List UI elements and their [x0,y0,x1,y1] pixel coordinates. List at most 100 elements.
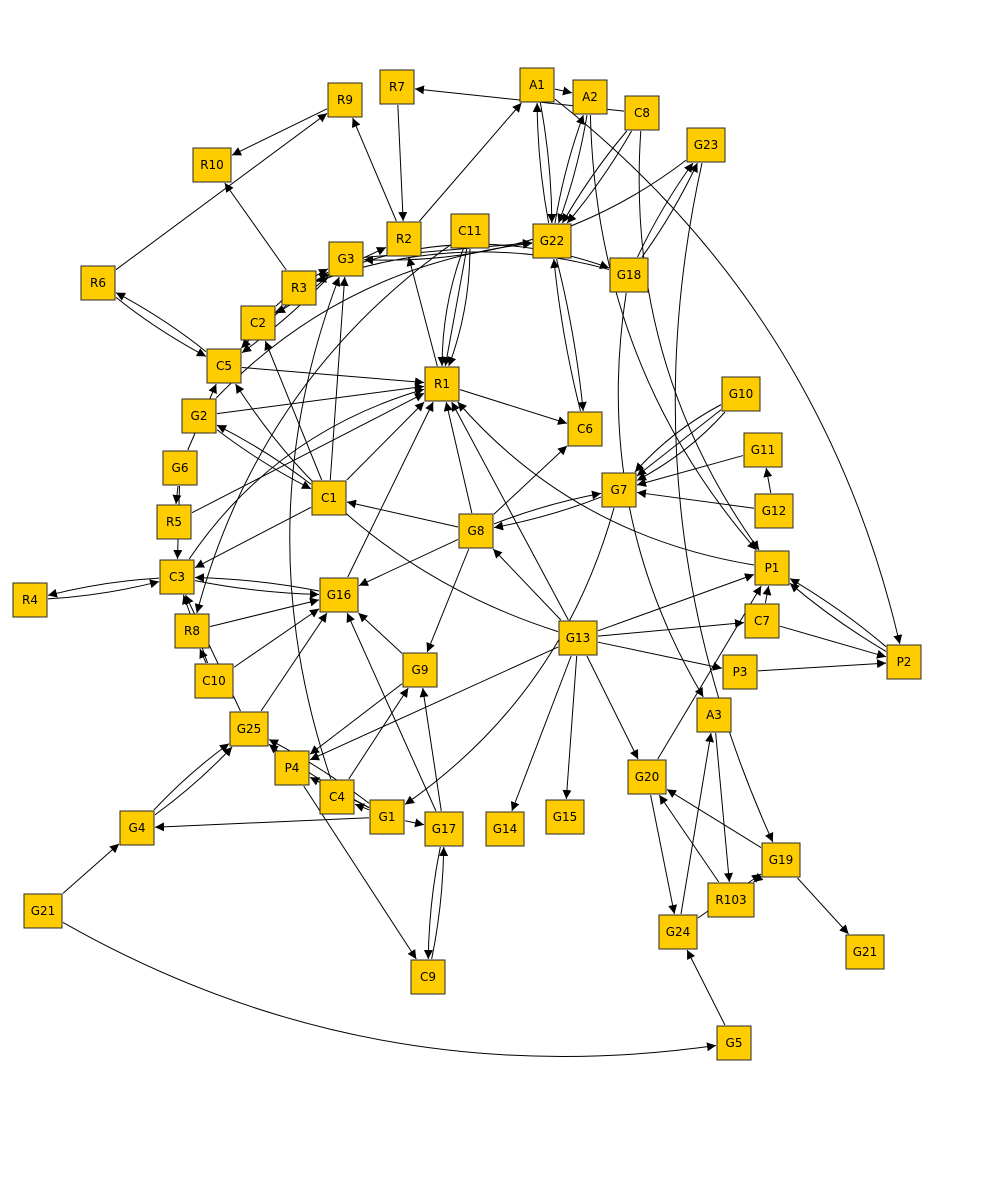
node-g15[interactable]: G15 [545,799,585,835]
edge-r1-to-c6 [459,389,568,425]
node-r1[interactable]: R1 [424,366,460,402]
edge-g20-to-g24 [650,794,678,915]
node-a2[interactable]: A2 [572,79,608,115]
edge-c11-to-r1 [442,248,468,367]
edge-g17-to-g9 [419,687,442,812]
node-label: G5 [726,1036,743,1050]
edge-c4-to-g9 [348,687,409,780]
node-label: G14 [493,822,518,836]
node-r10[interactable]: R10 [192,147,232,183]
node-box [327,82,363,118]
edge-g2-to-c1 [216,429,312,490]
node-g6[interactable]: G6 [162,450,198,486]
node-box [206,348,242,384]
node-r3[interactable]: R3 [281,270,317,306]
node-r4[interactable]: R4 [12,582,48,618]
node-r8[interactable]: R8 [174,613,210,649]
node-p1[interactable]: P1 [754,550,790,586]
node-box [12,582,48,618]
node-g24[interactable]: G24 [658,914,698,950]
edge-g5-to-g24 [686,949,726,1026]
node-p4[interactable]: P4 [274,750,310,786]
node-g3[interactable]: G3 [328,241,364,277]
node-g4[interactable]: G4 [119,810,155,846]
node-c7[interactable]: C7 [744,603,780,639]
node-box [743,432,783,468]
node-g9[interactable]: G9 [402,652,438,688]
node-p3[interactable]: P3 [722,654,758,690]
node-r5[interactable]: R5 [156,504,192,540]
edge-g3-to-c5 [241,276,330,354]
edge-g10-to-g7 [634,404,722,473]
edge-r4-to-c3 [47,579,160,600]
node-c8[interactable]: C8 [624,95,660,131]
node-label: G7 [611,483,628,497]
node-box [722,654,758,690]
node-r6[interactable]: R6 [80,265,116,301]
node-label: G16 [327,588,352,602]
edge-g1-to-g17 [404,818,425,828]
node-c4[interactable]: C4 [319,779,355,815]
node-c2[interactable]: C2 [240,305,276,341]
node-g5[interactable]: G5 [716,1025,752,1061]
node-g23[interactable]: G23 [686,127,726,163]
node-c6[interactable]: C6 [567,411,603,447]
node-box [761,842,801,878]
node-g8[interactable]: G8 [458,513,494,549]
node-g7[interactable]: G7 [601,472,637,508]
node-g11[interactable]: G11 [743,432,783,468]
node-c10[interactable]: C10 [194,663,234,699]
node-g21b[interactable]: G21 [845,934,885,970]
node-c1[interactable]: C1 [311,480,347,516]
edge-g13-to-c7 [597,619,745,637]
node-box [274,750,310,786]
edge-g13-to-p3 [597,641,723,671]
node-p2[interactable]: P2 [886,644,922,680]
node-g12[interactable]: G12 [754,493,794,529]
edge-g2-to-r1 [216,383,425,415]
node-g16[interactable]: G16 [319,577,359,613]
edge-p3-to-p2 [757,659,887,672]
node-label: G15 [553,810,578,824]
node-label: C10 [202,674,226,688]
node-c5[interactable]: C5 [206,348,242,384]
node-box [156,504,192,540]
edge-g16-to-r1 [347,401,434,578]
node-g13[interactable]: G13 [558,620,598,656]
node-label: G6 [172,461,189,475]
node-g17[interactable]: G17 [424,811,464,847]
edge-c9-to-g17 [431,846,449,960]
node-g19[interactable]: G19 [761,842,801,878]
node-g2[interactable]: G2 [181,398,217,434]
node-a3[interactable]: A3 [696,697,732,733]
edge-g1-to-g25 [268,739,370,804]
node-c3[interactable]: C3 [159,559,195,595]
node-g18[interactable]: G18 [609,257,649,293]
node-r9[interactable]: R9 [327,82,363,118]
node-box [379,69,415,105]
node-g22[interactable]: G22 [532,223,572,259]
node-label: C9 [420,970,436,984]
node-c11[interactable]: C11 [450,213,490,249]
node-r7[interactable]: R7 [379,69,415,105]
node-label: R8 [184,624,200,638]
node-box [424,811,464,847]
node-g14[interactable]: G14 [485,811,525,847]
node-box [519,67,555,103]
node-box [402,652,438,688]
node-g25[interactable]: G25 [229,711,269,747]
node-a1[interactable]: A1 [519,67,555,103]
edge-r6-to-r9 [115,112,328,271]
node-box [181,398,217,434]
node-g20[interactable]: G20 [627,759,667,795]
node-r2[interactable]: R2 [386,221,422,257]
node-label: R9 [337,93,353,107]
node-g1[interactable]: G1 [369,799,405,835]
node-r103[interactable]: R103 [707,882,755,918]
edge-g6-to-r5 [172,485,182,505]
node-g21a[interactable]: G21 [23,893,63,929]
node-c9[interactable]: C9 [410,959,446,995]
node-g10[interactable]: G10 [721,376,761,412]
node-label: C11 [458,224,482,238]
